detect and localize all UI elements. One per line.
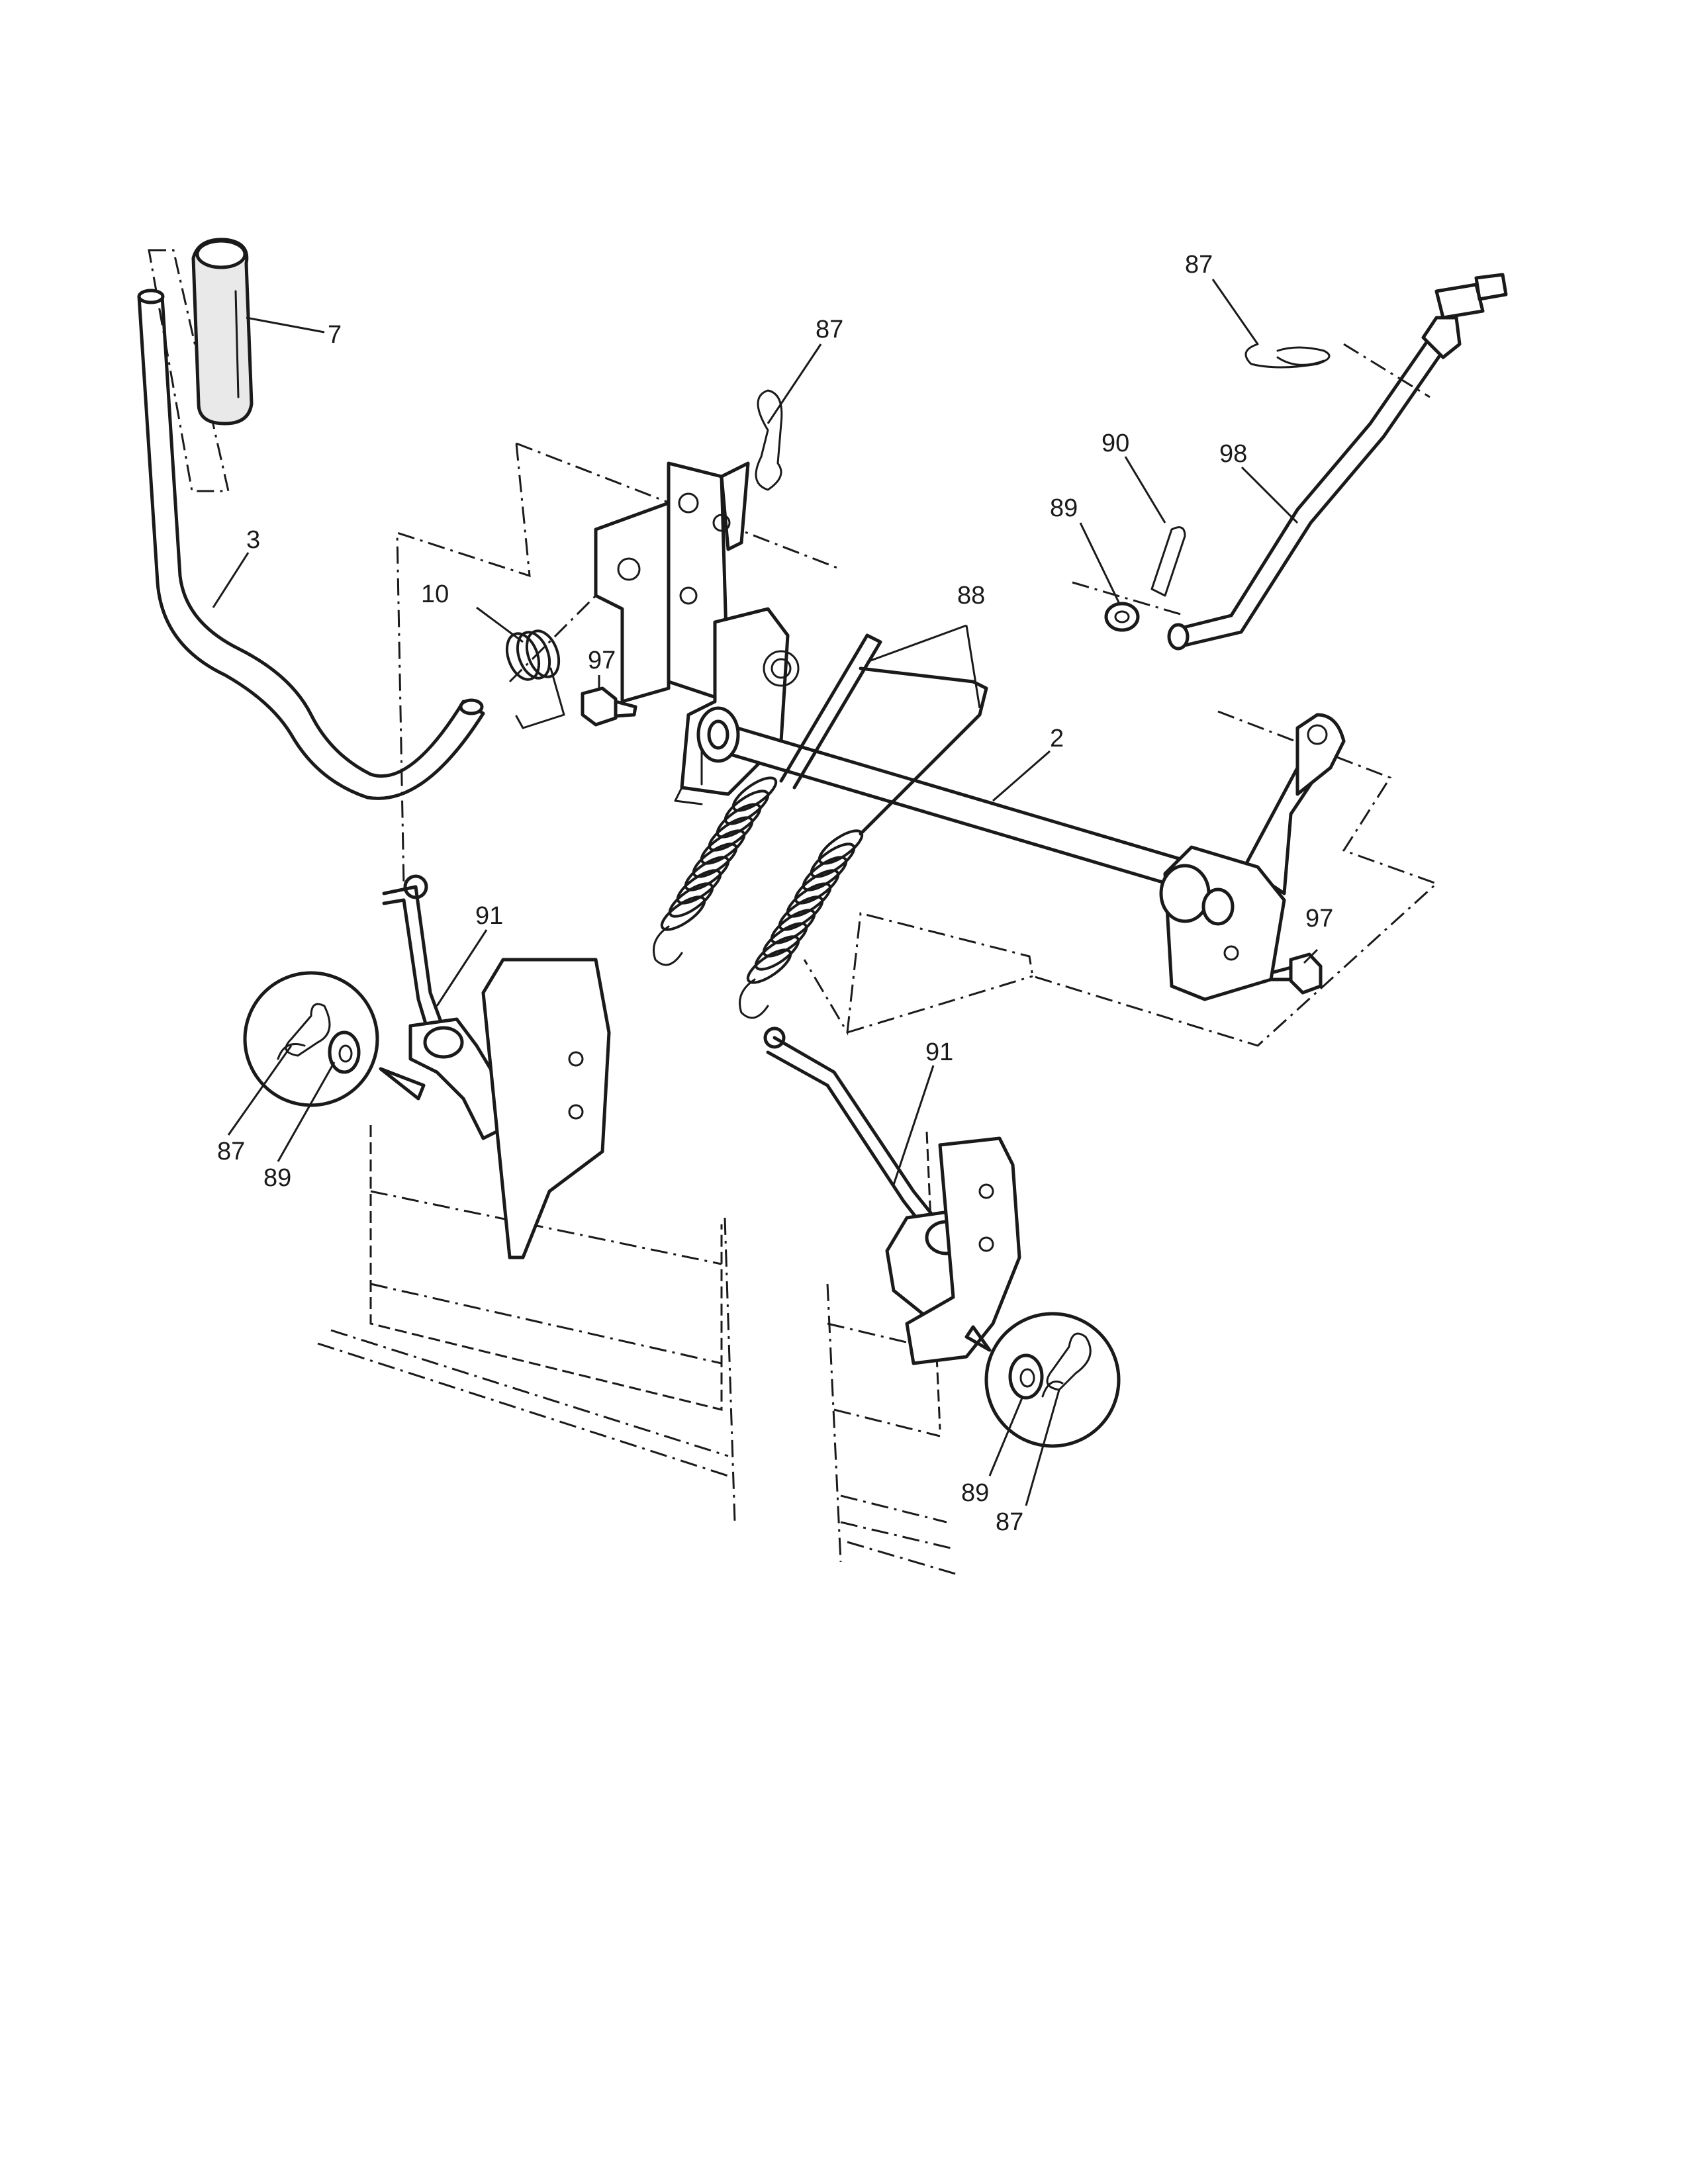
left-pedal-bracket <box>481 958 611 1259</box>
callout-10: 10 <box>421 580 449 608</box>
callout-87-bottom: 87 <box>996 1508 1023 1536</box>
right-pedal-bracket <box>905 1136 1021 1365</box>
hairpin-clip-part-87-right <box>1244 343 1331 369</box>
rod-part-98 <box>1167 273 1508 651</box>
callout-labels: 7 3 87 87 90 98 89 88 10 97 2 97 91 87 8… <box>217 251 1333 1536</box>
callout-87-left: 87 <box>217 1138 245 1165</box>
callout-89-right: 89 <box>961 1479 989 1507</box>
callout-91-right: 91 <box>925 1038 953 1066</box>
callout-3: 3 <box>246 526 260 554</box>
extension-spring-part-88-right <box>739 666 988 1019</box>
grip-part-7 <box>191 238 254 426</box>
cotter-pin-part-90 <box>1150 526 1186 597</box>
callout-98: 98 <box>1219 440 1247 468</box>
hairpin-clip-part-87-top <box>755 389 783 491</box>
callout-7: 7 <box>328 321 342 349</box>
right-bracket <box>1159 713 1346 1001</box>
callout-87-top: 87 <box>816 316 843 343</box>
detail-circle-left <box>243 971 426 1107</box>
callout-97-right: 97 <box>1305 905 1333 933</box>
callout-leaders <box>212 279 1319 1506</box>
washer-part-89-top <box>1104 602 1140 632</box>
callout-91-left: 91 <box>475 902 503 930</box>
callout-90: 90 <box>1102 430 1129 457</box>
lift-lever-part-3 <box>137 289 485 800</box>
callout-87-right: 87 <box>1185 251 1213 279</box>
bolt-part-97-left <box>581 686 637 727</box>
bolt-part-97-right <box>1269 952 1323 995</box>
callout-88: 88 <box>957 582 985 610</box>
torsion-spring-part-10 <box>505 629 565 729</box>
callout-97-left: 97 <box>588 647 616 674</box>
detail-circle-right <box>964 1312 1121 1448</box>
callout-89-left: 89 <box>263 1164 291 1192</box>
extension-spring-part-88-left <box>653 633 882 966</box>
callout-89-top: 89 <box>1050 494 1078 522</box>
callout-2: 2 <box>1050 725 1064 752</box>
